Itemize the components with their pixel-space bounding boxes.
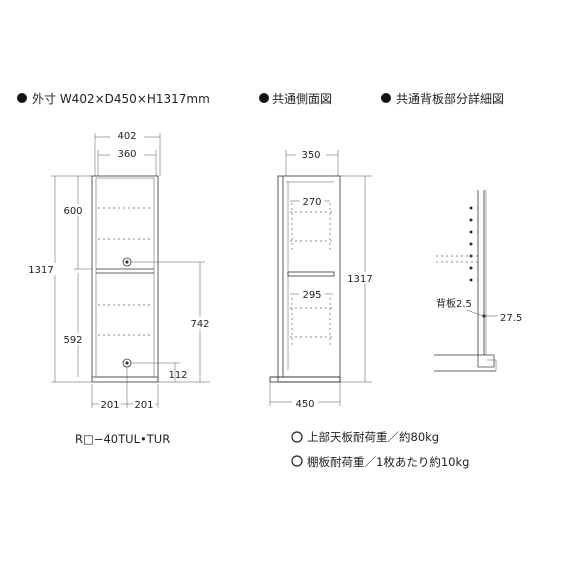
side-view: 350 270 295 1317: [269, 148, 374, 410]
front-view: 402 360 1317 600 5: [27, 129, 214, 411]
dim-height-to-hole: 742: [190, 319, 209, 330]
header-back-detail: 共通背板部分詳細図: [396, 91, 504, 106]
dim-height-total: 1317: [28, 265, 53, 276]
back-panel-value: 27.5: [500, 313, 522, 324]
dim-shelf-lower: 295: [302, 290, 321, 301]
dim-upper-section: 600: [63, 206, 82, 217]
dim-half-left: 201: [100, 400, 119, 411]
dim-bottom-hole: 112: [168, 370, 187, 381]
dim-side-width-top: 350: [301, 150, 320, 161]
dim-half-right: 201: [134, 400, 153, 411]
circle-bullet-icon: [291, 431, 303, 443]
dim-shelf-upper: 270: [302, 197, 321, 208]
bullet-icon: [381, 93, 391, 103]
header-outer-size: 外寸 W402×D450×H1317mm: [32, 92, 210, 106]
header-side-view: 共通側面図: [272, 92, 332, 106]
bullet-icon: [259, 93, 269, 103]
model-name: R□−40TUL•TUR: [75, 432, 170, 446]
bullet-icon: [17, 93, 27, 103]
dim-width-outer: 402: [117, 131, 136, 142]
dim-side-height-total: 1317: [347, 274, 372, 285]
dim-width-inner: 360: [117, 149, 136, 160]
back-detail-view: 背板2.5 27.5: [434, 190, 522, 372]
dim-lower-section: 592: [63, 335, 82, 346]
back-panel-label: 背板2.5: [436, 297, 472, 310]
note-top-load: 上部天板耐荷重／約80kg: [307, 430, 439, 444]
note-shelf-load: 棚板耐荷重／1枚あたり約10kg: [307, 455, 469, 469]
dim-side-depth: 450: [295, 399, 314, 410]
circle-bullet-icon: [291, 455, 303, 467]
